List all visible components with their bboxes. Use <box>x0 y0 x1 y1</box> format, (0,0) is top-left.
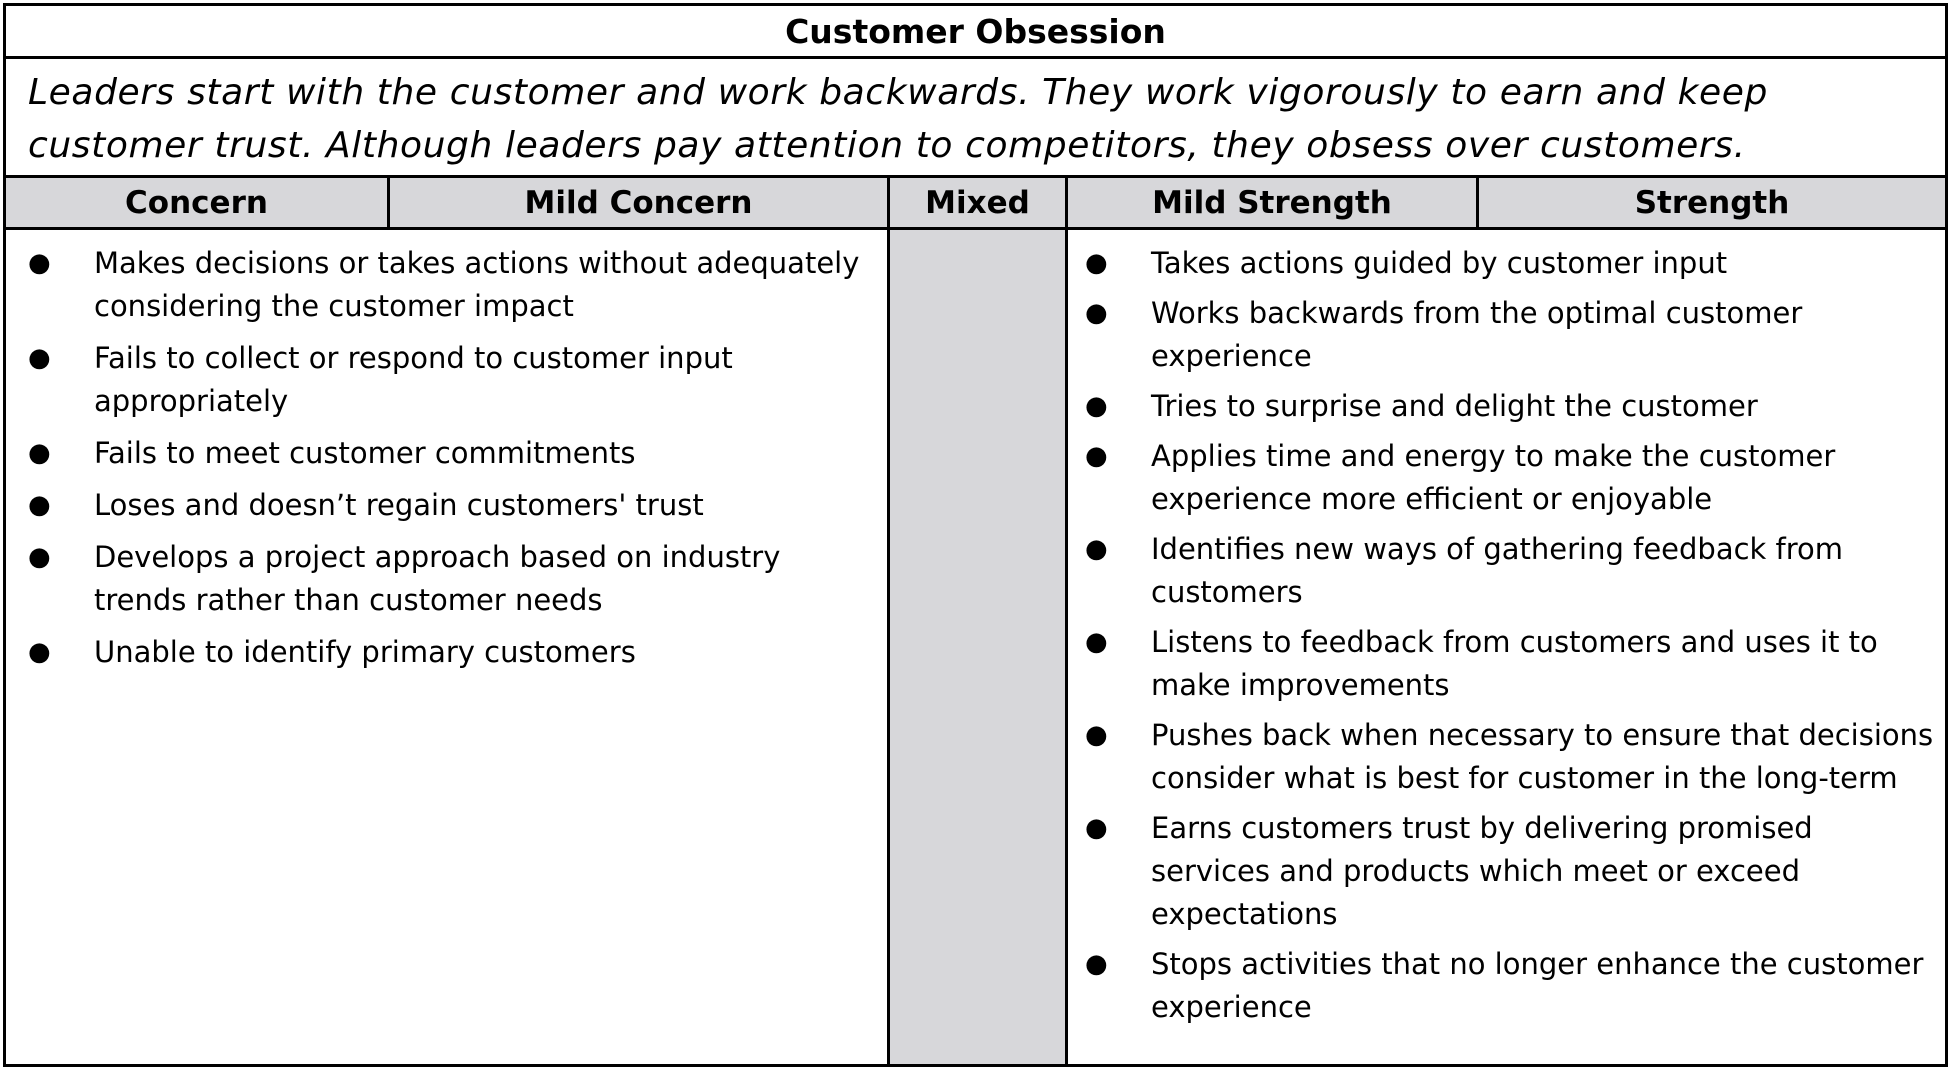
list-item: ● Works backwards from the optimal custom… <box>1079 292 1939 378</box>
list-item: ● Applies time and energy to make the cus… <box>1079 435 1939 521</box>
header-mild-concern: Mild Concern <box>524 184 753 221</box>
list-item: ● Tries to surprise and delight the custo… <box>1079 385 1939 428</box>
column-divider <box>887 230 890 1064</box>
list-item-text: Identifies new ways of gathering feedbac… <box>1151 532 1844 609</box>
column-divider <box>1065 230 1068 1064</box>
list-item-text: Tries to surprise and delight the custom… <box>1151 389 1758 423</box>
header-mixed: Mixed <box>925 184 1030 221</box>
list-item-text: Makes decisions or takes actions without… <box>94 246 860 323</box>
bullet-icon: ● <box>1085 248 1108 278</box>
list-item-text: Fails to meet customer commitments <box>94 436 636 470</box>
mixed-column-shading <box>890 230 1065 1064</box>
list-item-text: Listens to feedback from customers and u… <box>1151 625 1878 702</box>
list-item: ● Stops activities that no longer enhance… <box>1079 943 1939 1029</box>
list-item: ● Takes actions guided by customer input <box>1079 242 1939 285</box>
list-item-text: Unable to identify primary customers <box>94 635 636 669</box>
list-item: ● Identifies new ways of gathering feedba… <box>1079 528 1939 614</box>
list-item: ● Loses and doesn’t regain customers' tru… <box>22 484 862 527</box>
list-item: ● Earns customers trust by delivering pro… <box>1079 807 1939 936</box>
list-item-text: Stops activities that no longer enhance … <box>1151 947 1924 1024</box>
bullet-icon: ● <box>1085 534 1108 564</box>
list-item: ● Makes decisions or takes actions withou… <box>22 242 862 328</box>
header-divider <box>387 178 390 227</box>
bullet-icon: ● <box>1085 298 1108 328</box>
list-item-text: Earns customers trust by delivering prom… <box>1151 811 1813 931</box>
list-item-text: Applies time and energy to make the cust… <box>1151 439 1836 516</box>
statement-line-1: Leaders start with the customer and work… <box>28 72 1768 113</box>
bullet-icon: ● <box>28 438 51 468</box>
bullet-icon: ● <box>1085 391 1108 421</box>
bullet-icon: ● <box>1085 949 1108 979</box>
list-item-text: Takes actions guided by customer input <box>1151 246 1728 280</box>
list-item: ● Listens to feedback from customers and … <box>1079 621 1939 707</box>
strength-list: ●Takes actions guided by customer input … <box>1079 242 1939 1036</box>
header-divider <box>887 178 890 227</box>
leadership-principle-table: Customer Obsession Leaders start with th… <box>3 3 1948 1067</box>
table-title: Customer Obsession <box>6 6 1945 59</box>
bullet-icon: ● <box>28 637 51 667</box>
list-item-text: Works backwards from the optimal custome… <box>1151 296 1803 373</box>
list-item: ● Unable to identify primary customers <box>22 631 862 674</box>
list-item: ● Fails to collect or respond to customer… <box>22 337 862 423</box>
list-item-text: Develops a project approach based on ind… <box>94 540 781 617</box>
statement-line-2: customer trust. Although leaders pay att… <box>28 125 1746 166</box>
header-divider <box>1476 178 1479 227</box>
header-divider <box>1065 178 1068 227</box>
bullet-icon: ● <box>1085 720 1108 750</box>
bullet-icon: ● <box>28 490 51 520</box>
header-concern: Concern <box>125 184 268 221</box>
bullet-icon: ● <box>28 542 51 572</box>
bullet-icon: ● <box>28 248 51 278</box>
header-mild-strength: Mild Strength <box>1152 184 1392 221</box>
concern-list: ● Makes decisions or takes actions withou… <box>22 242 862 683</box>
list-item-text: Fails to collect or respond to customer … <box>94 341 733 418</box>
list-item-text: Loses and doesn’t regain customers' trus… <box>94 488 704 522</box>
bullet-icon: ● <box>1085 813 1108 843</box>
bullet-icon: ● <box>1085 441 1108 471</box>
list-item-text: Pushes back when necessary to ensure tha… <box>1151 718 1934 795</box>
list-item: ● Fails to meet customer commitments <box>22 432 862 475</box>
rating-header-row: Concern Mild Concern Mixed Mild Strength… <box>6 178 1945 230</box>
principle-statement: Leaders start with the customer and work… <box>6 59 1945 178</box>
bullet-icon: ● <box>28 343 51 373</box>
list-item: ● Pushes back when necessary to ensure th… <box>1079 714 1939 800</box>
header-strength: Strength <box>1634 184 1790 221</box>
bullet-icon: ● <box>1085 627 1108 657</box>
rating-body-row: ● Makes decisions or takes actions withou… <box>6 230 1945 1064</box>
list-item: ● Develops a project approach based on in… <box>22 536 862 622</box>
